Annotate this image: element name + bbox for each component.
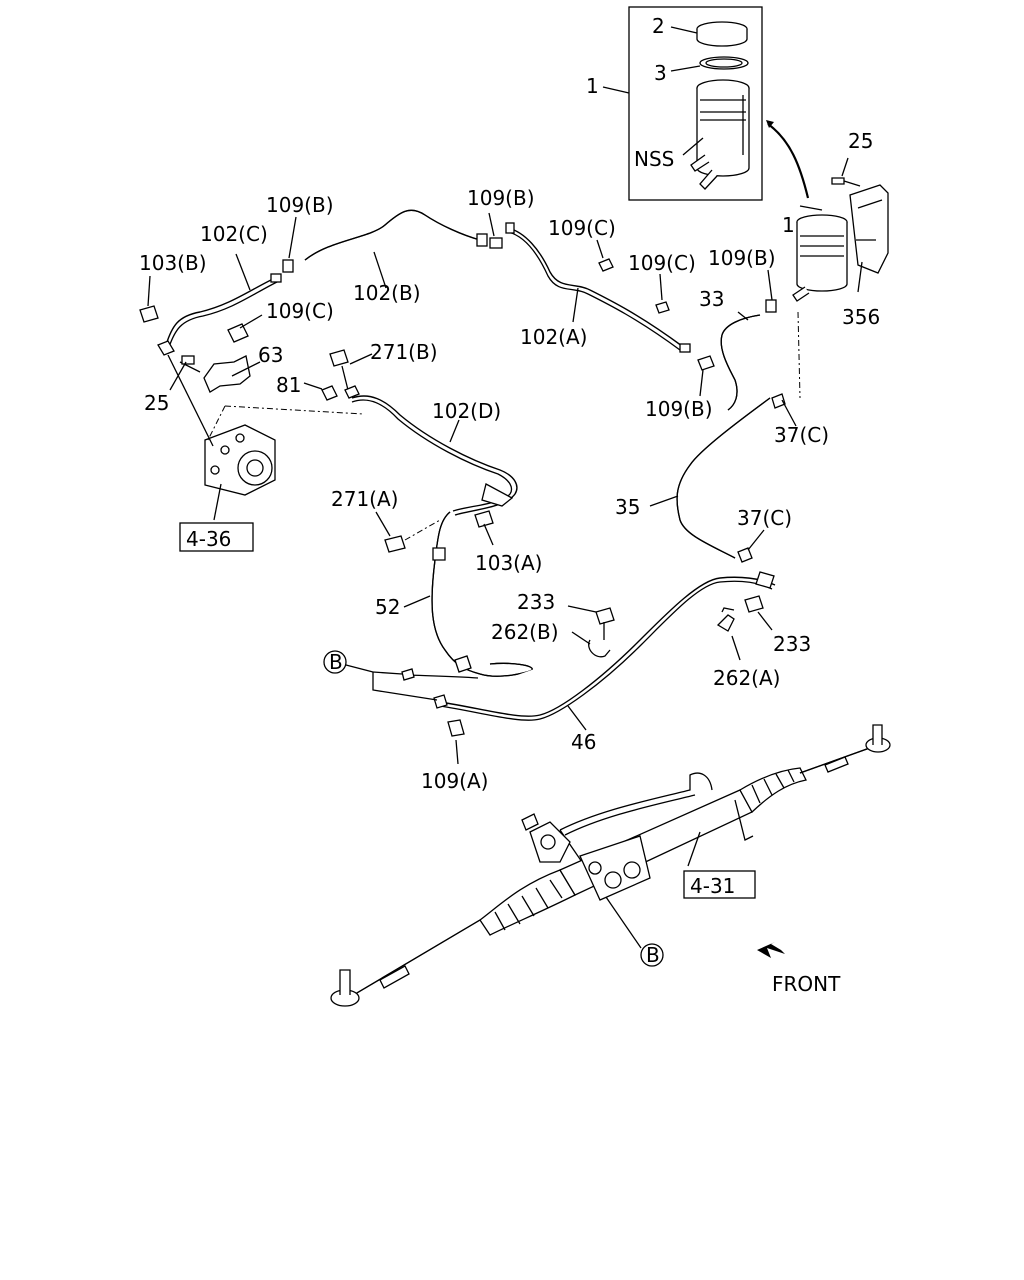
label-262a: 262(A) bbox=[713, 666, 780, 690]
bracket-63 bbox=[203, 355, 251, 393]
label-109b-1: 109(B) bbox=[266, 193, 334, 217]
bolt-233-b bbox=[744, 595, 764, 613]
label-nss: NSS bbox=[634, 147, 674, 171]
bolt-271a bbox=[384, 535, 406, 553]
front-arrow-icon bbox=[757, 942, 785, 958]
label-262b: 262(B) bbox=[491, 620, 559, 644]
rack-boot-right bbox=[739, 767, 807, 814]
rack-valve-body bbox=[579, 835, 651, 901]
clamp-37c-b bbox=[737, 547, 753, 563]
label-25-left: 25 bbox=[144, 391, 169, 415]
clamp-109b-b bbox=[282, 259, 294, 273]
label-109b-3: 109(B) bbox=[708, 246, 776, 270]
label-109b-2: 109(B) bbox=[467, 186, 535, 210]
label-2: 2 bbox=[652, 14, 665, 38]
label-102a: 102(A) bbox=[520, 325, 587, 349]
label-271a: 271(A) bbox=[331, 487, 398, 511]
label-35: 35 bbox=[615, 495, 640, 519]
hose-102b bbox=[304, 209, 481, 261]
label-109b-4: 109(B) bbox=[645, 397, 713, 421]
label-356: 356 bbox=[842, 305, 880, 329]
clamp-37c-a bbox=[771, 393, 786, 409]
label-3: 3 bbox=[654, 61, 667, 85]
label-81: 81 bbox=[276, 373, 301, 397]
label-ref-4-36: 4-36 bbox=[186, 527, 231, 551]
label-103b: 103(B) bbox=[139, 251, 207, 275]
inset-pointer-arrow bbox=[767, 123, 810, 199]
label-103a: 103(A) bbox=[475, 551, 542, 575]
clamp-109b-d bbox=[765, 299, 777, 313]
clamp-109b-e bbox=[697, 355, 715, 371]
bolt-103b bbox=[139, 305, 159, 323]
label-1-main: 1 bbox=[782, 213, 795, 237]
pipe-102a bbox=[507, 227, 683, 347]
label-102c: 102(C) bbox=[200, 222, 268, 246]
label-109c-2: 109(C) bbox=[628, 251, 696, 275]
label-ref-4-31: 4-31 bbox=[690, 874, 735, 898]
label-109a: 109(A) bbox=[421, 769, 488, 793]
clip-109a bbox=[447, 719, 465, 737]
bolt-25-top bbox=[831, 177, 845, 185]
rack-boot-left bbox=[479, 869, 576, 936]
reservoir-bracket bbox=[849, 184, 889, 274]
ref-b-circle-1 bbox=[323, 650, 347, 674]
hose-52-group bbox=[401, 511, 533, 681]
clamp-109b-c bbox=[489, 237, 503, 249]
bolt-271b bbox=[329, 349, 349, 367]
clamp-109b-a bbox=[476, 233, 488, 247]
pipe-46-group bbox=[433, 571, 776, 765]
bolt-233-a bbox=[595, 607, 615, 625]
hose-102a-group bbox=[505, 222, 691, 353]
label-233-1: 233 bbox=[517, 590, 555, 614]
label-63: 63 bbox=[258, 343, 283, 367]
label-33: 33 bbox=[699, 287, 724, 311]
label-109c-3: 109(C) bbox=[266, 299, 334, 323]
clip-109c-c bbox=[227, 323, 249, 343]
pipe-102c-group bbox=[139, 253, 282, 393]
bolt-103a bbox=[474, 510, 494, 528]
label-102d: 102(D) bbox=[432, 399, 501, 423]
pipe-102d-group bbox=[303, 349, 518, 553]
label-37c-1: 37(C) bbox=[774, 423, 829, 447]
label-233-2: 233 bbox=[773, 632, 811, 656]
reservoir-assembly bbox=[792, 157, 889, 302]
power-steering-pump bbox=[167, 354, 364, 521]
label-37c-2: 37(C) bbox=[737, 506, 792, 530]
hose-102b-group bbox=[282, 209, 503, 289]
pipe-bracket bbox=[481, 483, 514, 507]
label-ref-b-1: B bbox=[329, 650, 343, 674]
label-109c-1: 109(C) bbox=[548, 216, 616, 240]
return-hoses bbox=[649, 269, 801, 563]
label-102b: 102(B) bbox=[353, 281, 421, 305]
label-271b: 271(B) bbox=[370, 340, 438, 364]
ref-b-circle-2 bbox=[640, 943, 664, 967]
label-1-inset: 1 bbox=[586, 74, 599, 98]
label-25-top: 25 bbox=[848, 129, 873, 153]
ref-box-4-31 bbox=[683, 870, 756, 899]
label-46: 46 bbox=[571, 730, 596, 754]
washer-81 bbox=[321, 385, 338, 401]
clamp-262a bbox=[716, 614, 735, 632]
tank-inlet-nipple bbox=[699, 169, 718, 190]
steering-rack bbox=[330, 724, 891, 1007]
reservoir-inset bbox=[602, 6, 763, 201]
clip-109c-a bbox=[598, 258, 614, 272]
label-ref-b-2: B bbox=[646, 943, 660, 967]
clip-109c-b bbox=[655, 301, 670, 314]
label-front: FRONT bbox=[772, 972, 841, 996]
tank-outlet-nipple bbox=[690, 154, 710, 172]
pipe-102c bbox=[165, 277, 276, 346]
label-52: 52 bbox=[375, 595, 400, 619]
inset-frame bbox=[628, 6, 763, 201]
ref-box-4-36 bbox=[179, 522, 254, 552]
pipe-46 bbox=[439, 576, 776, 717]
